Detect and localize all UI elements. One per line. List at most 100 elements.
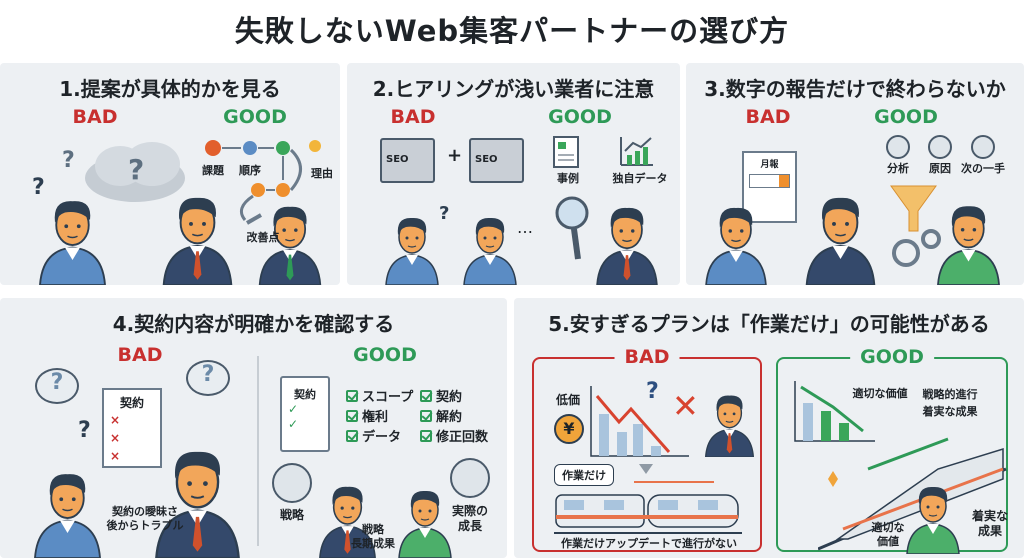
good-label: GOOD	[874, 106, 938, 128]
divider	[257, 356, 259, 546]
page-title: 失敗しないWeb集客パートナーの選び方	[234, 14, 790, 48]
confused-client-figure	[30, 438, 105, 558]
bad-frame: BAD 低価 ¥ ? ✕ 作業だけ 作業だけアップデートで進行がない	[532, 346, 762, 552]
chart-icon	[620, 137, 653, 166]
satisfied-client-figure	[931, 191, 1006, 285]
good-label: GOOD	[850, 346, 934, 368]
confused-client-figure	[701, 193, 771, 285]
checklist-item: 修正回数	[420, 426, 488, 445]
seo-package-box-icon: SEO	[469, 138, 524, 183]
strategy-label: 戦略	[279, 508, 305, 522]
checklist-item: データ	[346, 426, 401, 445]
bad-caption: 作業だけアップデートで進行がない	[561, 537, 737, 550]
consultant-high-five-figure	[315, 473, 380, 558]
cross-marks: ×××	[110, 413, 121, 463]
train-icon	[554, 494, 742, 534]
magnifier-icon	[555, 196, 589, 260]
analysis-icon	[886, 135, 910, 159]
checklist-item: 権利	[346, 406, 388, 425]
report-title: 月報	[760, 160, 779, 170]
thought-bubble-question: ?	[35, 368, 79, 404]
confused-client-figure	[35, 180, 110, 285]
question-mark: ?	[32, 175, 45, 200]
panel-4-clear-contract: 4.契約内容が明確かを確認する BAD GOOD ? ? ? 契約 ××× 契約…	[0, 298, 507, 558]
panel-1-specific-proposal: 1.提案が具体的かを見る BAD GOOD ? ? ?	[0, 63, 340, 285]
vague-contract-document: 契約 ×××	[102, 388, 162, 468]
funnel-gears-icon	[890, 185, 941, 267]
consultant-figure	[150, 416, 245, 558]
checklist-item: 契約	[420, 386, 462, 405]
strategy-icon	[272, 463, 312, 503]
good-label: GOOD	[223, 106, 287, 128]
bad-caption: 契約の曖昧さ後からトラブル	[107, 505, 184, 533]
client-high-five-figure	[395, 476, 455, 558]
lightbulb-icon	[309, 140, 321, 152]
steady-result-label: 着実な成果	[971, 509, 1009, 538]
happy-client-figure	[255, 191, 325, 285]
good-frame: GOOD 適切な価値 戦略的進行着実な成果 着実な成果 適切な価値	[776, 346, 1009, 555]
question-mark: ?	[439, 203, 450, 224]
down-triangle-icon	[639, 464, 653, 474]
wrench-icon	[246, 213, 262, 225]
good-label: GOOD	[548, 106, 612, 128]
good-label: GOOD	[353, 344, 417, 366]
yen-coin-icon: ¥	[554, 414, 584, 444]
question-mark: ?	[128, 153, 145, 186]
client-figure	[460, 203, 520, 285]
flow-diagram	[205, 140, 321, 225]
monthly-report-document: 月報	[742, 151, 797, 223]
contract-title: 契約	[119, 396, 144, 410]
ellipsis: …	[517, 218, 533, 237]
panel-heading: 3.数字の報告だけで終わらないか	[704, 77, 1006, 101]
question-mark: ?	[78, 418, 91, 443]
case-label: 事例	[557, 172, 579, 185]
panel-heading: 1.提案が具体的かを見る	[59, 77, 281, 101]
bad-label: BAD	[614, 346, 680, 368]
center-caption: 戦略長期成果	[351, 523, 395, 550]
consultant-figure	[587, 193, 667, 285]
pointing-client-figure	[903, 474, 963, 555]
arrow-icon	[634, 481, 714, 483]
checklist-item: スコープ	[346, 386, 413, 405]
thought-bubble-question: ?	[186, 360, 230, 396]
strategy-result-label: 戦略的進行着実な成果	[922, 388, 978, 418]
cloud-icon	[85, 142, 185, 202]
bad-label: BAD	[72, 106, 118, 128]
value-label: 適切な価値	[852, 387, 908, 400]
clipboard-title: 契約	[294, 388, 316, 401]
question-mark: ?	[62, 148, 75, 173]
report-table	[749, 174, 790, 188]
consultant-figure	[150, 181, 245, 285]
proper-value-label: 適切な価値	[871, 521, 905, 548]
growth-label: 実際の成長	[451, 504, 489, 533]
flow-label-reason: 理由	[311, 167, 333, 180]
worried-client-figure	[702, 379, 757, 458]
analysis-label: 分析	[887, 162, 909, 175]
checklist-item: 解約	[420, 406, 462, 425]
next-step-label: 次の一手	[961, 162, 1005, 175]
panel-2-shallow-hearing: 2.ヒアリングが浅い業者に注意 BAD GOOD SEO + SEO ? … 事…	[347, 63, 680, 285]
low-price-label: 低価	[555, 393, 581, 407]
cause-label: 原因	[929, 162, 951, 175]
original-data-label: 独自データ	[612, 172, 668, 185]
cause-gear-icon	[928, 135, 952, 159]
clipboard-contract: 契約 ✓✓	[280, 376, 330, 452]
bad-caption-line: 後からトラブル	[106, 518, 184, 532]
plus-sign: +	[447, 145, 463, 166]
bad-label: BAD	[745, 106, 791, 128]
next-step-icon	[971, 135, 995, 159]
panel-heading: 4.契約内容が明確かを確認する	[112, 312, 395, 336]
consultant-woman-figure	[798, 181, 883, 285]
seo-package-box-icon: SEO	[380, 138, 435, 183]
bad-label: BAD	[117, 344, 163, 366]
panel-3-beyond-numbers: 3.数字の報告だけで終わらないか BAD GOOD 月報 分析 原因 次の一手	[686, 63, 1024, 285]
improving-chart-icon	[794, 381, 875, 442]
flow-label-improvement: 改善点	[246, 231, 280, 244]
bad-label: BAD	[390, 106, 436, 128]
panel-5-cheap-plans: 5.安すぎるプランは「作業だけ」の可能性がある BAD 低価 ¥ ? ✕ 作業だ…	[514, 298, 1024, 558]
panel-heading: 2.ヒアリングが浅い業者に注意	[372, 77, 655, 101]
case-document-icon	[553, 136, 579, 168]
flow-label-issue: 課題	[202, 164, 224, 177]
growth-chart-icon	[450, 458, 490, 498]
panel-heading: 5.安すぎるプランは「作業だけ」の可能性がある	[548, 312, 990, 336]
